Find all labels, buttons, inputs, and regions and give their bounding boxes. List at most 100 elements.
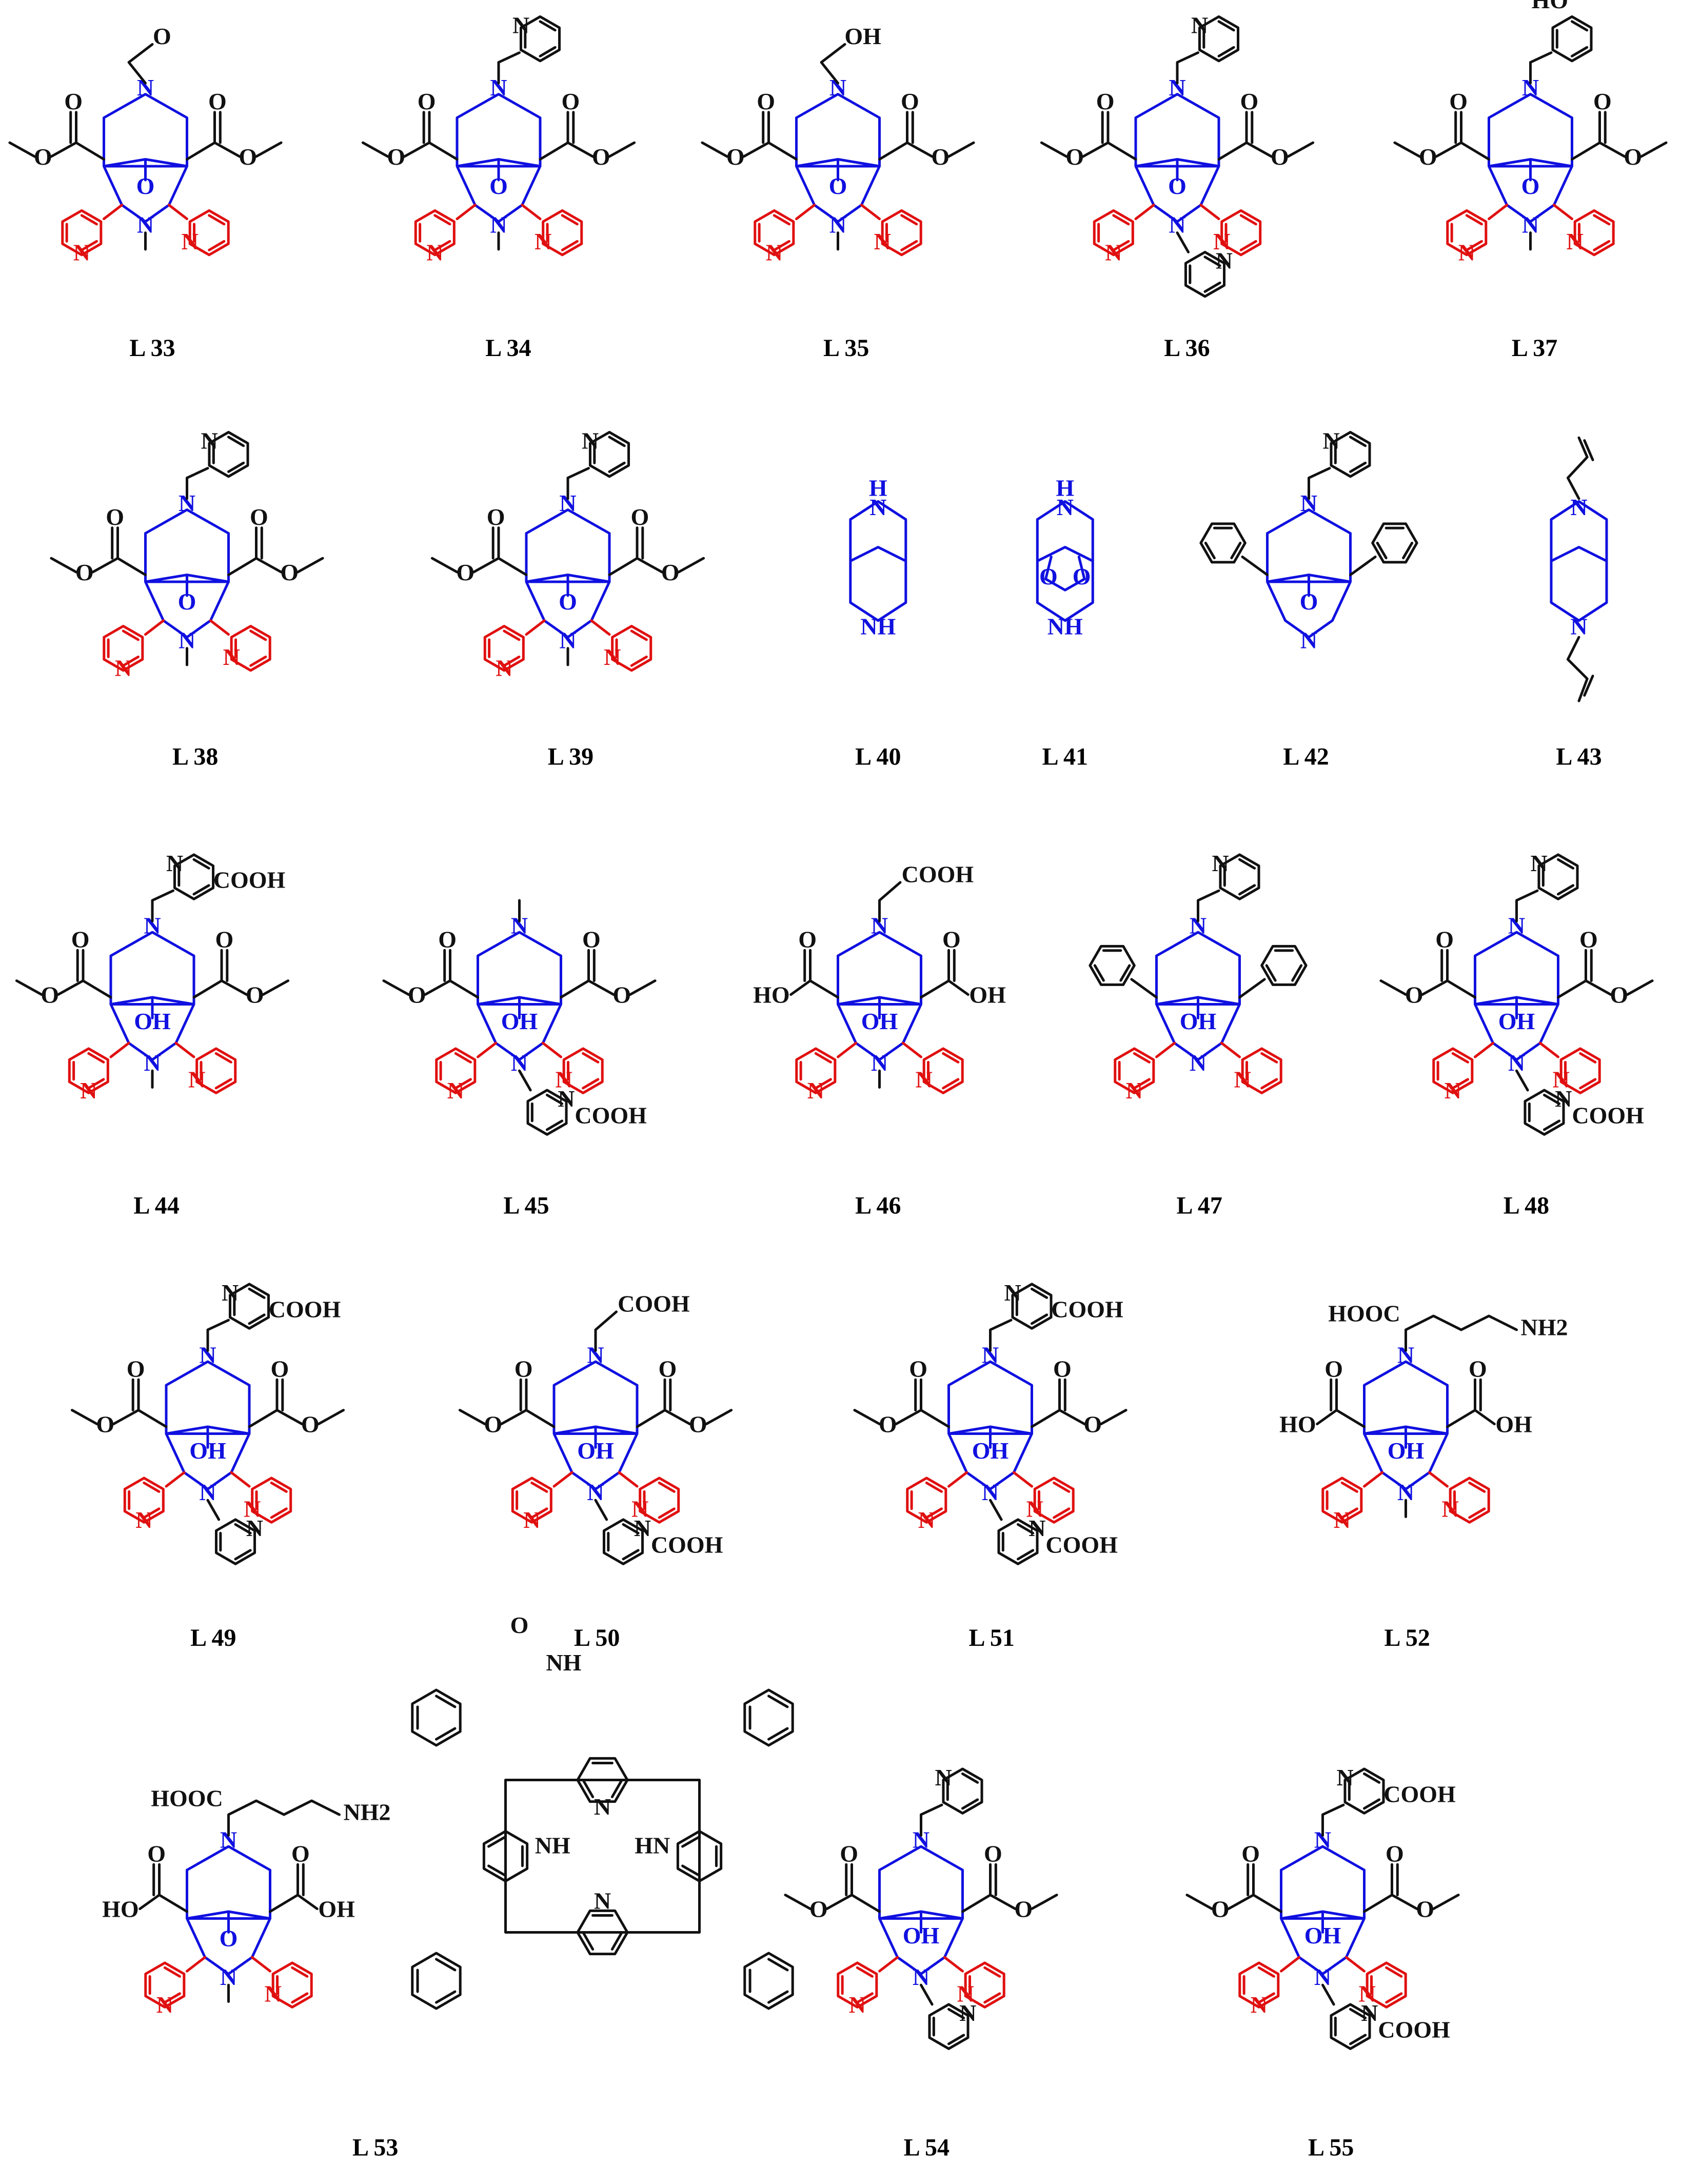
pyridine-n: N <box>1530 850 1547 876</box>
phenyl-link <box>1130 978 1266 999</box>
core-hydroxyl: OH <box>1304 1922 1341 1949</box>
ester-o: O <box>1416 1896 1434 1922</box>
pyridyl-ring <box>881 209 922 257</box>
ester-o: O <box>726 144 745 170</box>
porphyrin-nh: HN <box>635 1832 670 1858</box>
pyridine-n: N <box>1442 1496 1459 1522</box>
acid-oh: OH <box>318 1896 355 1922</box>
ester-group <box>1185 1863 1282 1913</box>
compound-label-l37: L 37 <box>1512 335 1557 362</box>
ester-o: O <box>1083 1411 1102 1438</box>
pyridyl-ring <box>173 853 215 900</box>
ester-o: O <box>1435 927 1454 953</box>
n-picolinyl <box>989 1319 1013 1352</box>
bicyclic-core <box>849 500 907 622</box>
pyridine-n: N <box>80 1077 97 1104</box>
ester-group <box>1031 1378 1128 1428</box>
pyridyl-ring <box>562 1047 604 1094</box>
ester-o: O <box>612 982 631 1008</box>
n-benzyl <box>1529 51 1553 85</box>
picolinic-cooh: COOH <box>1378 2016 1450 2042</box>
pyridine-n: N <box>582 428 599 454</box>
pyridine-n: N <box>558 1086 575 1112</box>
pyridine-n: N <box>1336 1764 1353 1791</box>
pyridyl-ring <box>61 209 103 257</box>
pyrrole-ring <box>576 1909 629 1956</box>
ester-o: O <box>1241 1841 1260 1867</box>
compound-label-l50: L 50 <box>574 1624 620 1651</box>
ester-o: O <box>562 88 580 114</box>
pyridyl-ring <box>922 1047 964 1094</box>
acid-group <box>1446 1378 1496 1428</box>
ester-o: O <box>71 927 90 953</box>
bispidine-core <box>837 931 922 1061</box>
pyridyl-ring <box>1449 1477 1490 1524</box>
ester-o: O <box>106 504 124 530</box>
ester-group <box>961 1863 1058 1913</box>
core-n-top: N <box>829 74 846 101</box>
pyridyl-ring <box>611 624 652 672</box>
pyridyl-ring <box>1220 209 1262 257</box>
pyridyl-ring <box>928 2003 970 2050</box>
ester-o: O <box>840 1841 858 1867</box>
pyridyl-ring <box>1198 15 1240 63</box>
picolinic-cooh: COOH <box>575 1102 647 1128</box>
ester-o: O <box>1386 1841 1404 1867</box>
ester-o: O <box>484 1411 502 1438</box>
porphyrin-n: N <box>594 1887 611 1914</box>
core-carbonyl-o: O <box>559 588 577 615</box>
phenyl-ring <box>1089 945 1136 986</box>
ester-o: O <box>1579 927 1598 953</box>
pyridyl-ring <box>837 1961 878 2009</box>
pyridyl-ring <box>230 624 271 672</box>
bispidine-core <box>144 508 230 639</box>
ester-o: O <box>41 982 59 1008</box>
amide-nh: NH <box>546 1649 581 1676</box>
pyridine-n: N <box>135 1507 152 1533</box>
acid-o: O <box>1324 1356 1343 1382</box>
ester-group <box>1571 111 1668 161</box>
bispidine-core <box>1488 93 1573 223</box>
amide-o: O <box>510 1612 529 1638</box>
pyridyl-link <box>456 204 542 221</box>
pyridine-n: N <box>182 228 199 254</box>
ester-group <box>458 1378 556 1428</box>
pyridyl-ring <box>639 1477 680 1524</box>
ester-group <box>186 111 283 161</box>
ester-o: O <box>901 88 919 114</box>
core-nh-bottom: NH <box>1047 613 1083 639</box>
n-pyridylmethyl <box>186 467 209 500</box>
phenyl-ring <box>1371 522 1418 564</box>
compound-label-l42: L 42 <box>1283 743 1329 771</box>
bispidine-core <box>456 93 542 223</box>
pyridine-n: N <box>556 1066 572 1092</box>
pyridyl-link <box>109 1041 195 1058</box>
core-carbonyl-o: O <box>829 173 847 199</box>
pyridyl-ring <box>228 1283 270 1330</box>
pyridine-n: N <box>1445 1077 1461 1104</box>
n-pyridylmethyl <box>1515 889 1539 922</box>
ester-o: O <box>127 1356 145 1382</box>
ester-o: O <box>1211 1896 1230 1922</box>
pyridine-n: N <box>523 1507 540 1533</box>
pyridyl-ring <box>1241 1047 1282 1094</box>
n-pyridylmethyl-bottom <box>920 1983 934 2006</box>
phenyl-ring <box>1199 522 1247 564</box>
ester-o: O <box>239 144 257 170</box>
acid-group <box>269 1863 319 1913</box>
ester-o: O <box>487 504 505 530</box>
ester-o: O <box>1624 144 1642 170</box>
ester-o: O <box>1449 88 1468 114</box>
n-pyridylmethyl <box>1197 889 1220 922</box>
pyridyl-ring <box>1559 1047 1601 1094</box>
core-hydroxyl: OH <box>1388 1438 1425 1464</box>
pyridine-n: N <box>447 1077 464 1104</box>
bicyclic-core <box>1036 500 1094 622</box>
